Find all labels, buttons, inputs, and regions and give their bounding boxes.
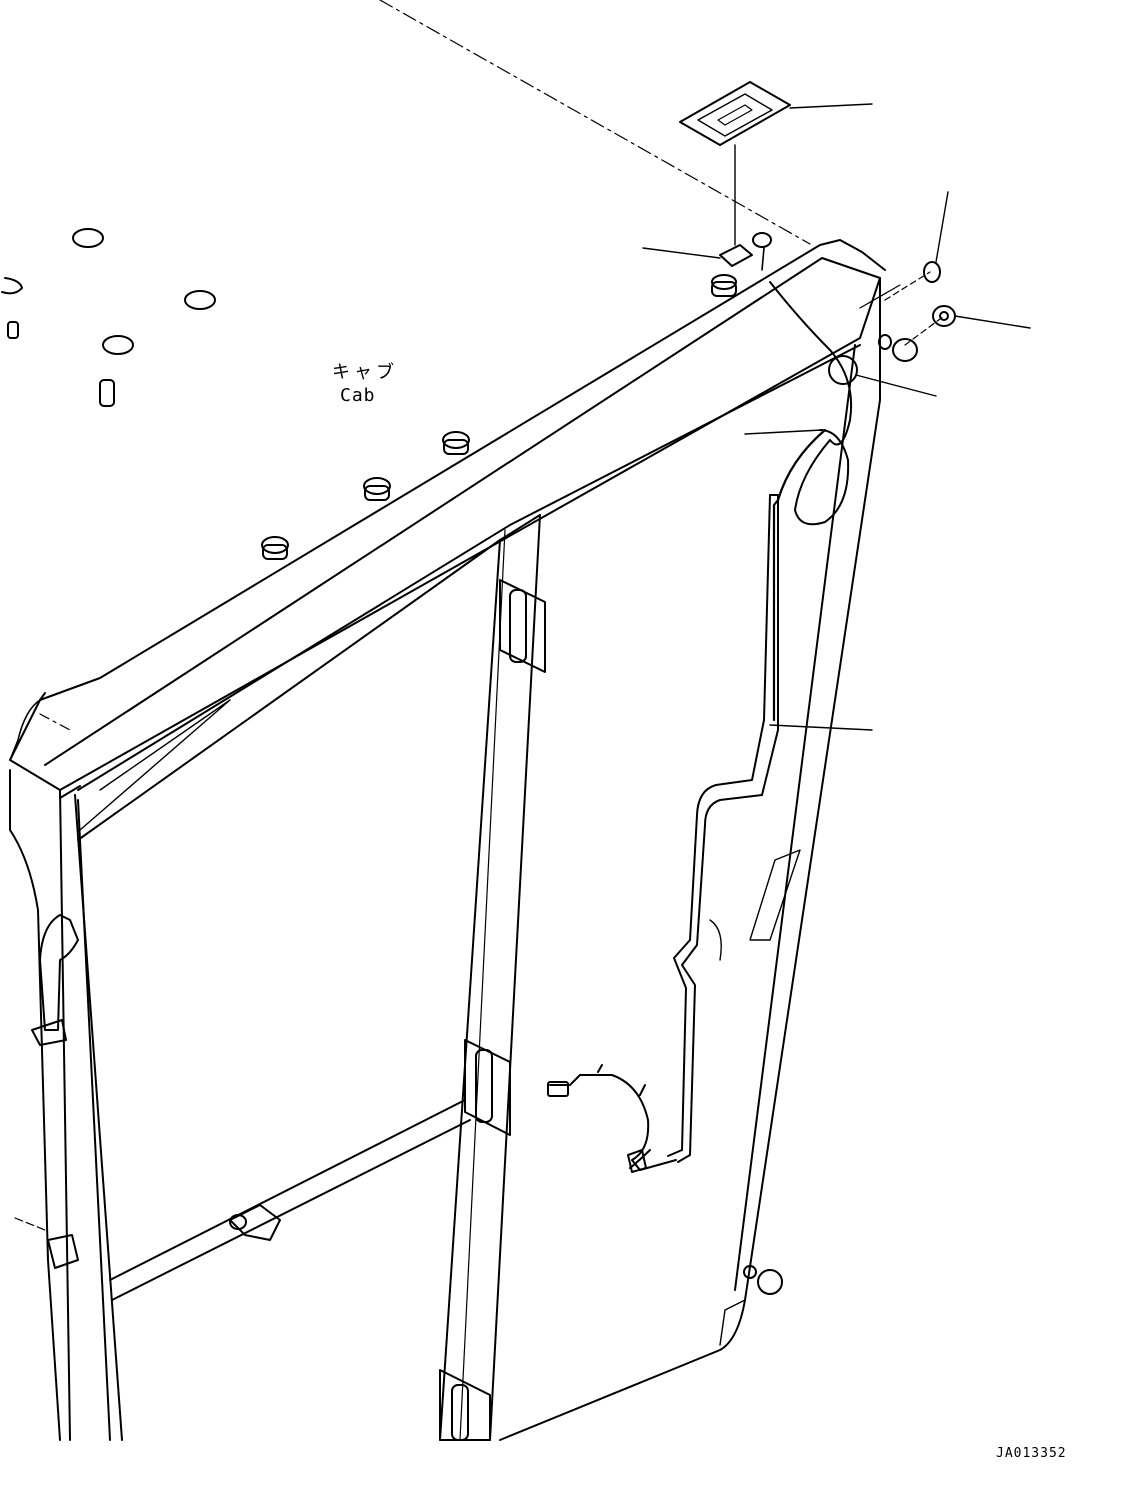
leader-line-grommet	[855, 374, 937, 397]
wire-harness	[549, 1074, 677, 1171]
door-frame-left	[77, 799, 111, 1441]
roof-corner-dash	[39, 713, 71, 731]
beam-bolt-body	[443, 439, 469, 455]
roof-front-edge	[39, 239, 886, 701]
leader-line-antenna-base	[642, 247, 721, 259]
mount-bracket	[859, 284, 901, 309]
cable-run	[769, 281, 853, 526]
grommet	[828, 355, 858, 385]
roof-beam-upper	[44, 257, 881, 766]
right-door-recess-2	[709, 919, 722, 961]
beam-bolt-body	[711, 281, 737, 297]
mount-dashed	[904, 315, 945, 346]
antenna-pad-slot	[717, 104, 753, 126]
leader-line-nut	[935, 191, 949, 263]
beam-bolt	[711, 274, 737, 290]
door-lower-rail-2	[111, 1119, 471, 1301]
nut	[923, 261, 941, 283]
middle-hinge-plate	[464, 1039, 511, 1136]
beam-bolt-body	[262, 544, 288, 560]
door-frame-center-right	[489, 514, 541, 1441]
door-knob-stem	[743, 1265, 757, 1279]
right-pillar-outer	[499, 277, 881, 1441]
cab-label-english: Cab	[340, 385, 376, 406]
left-pillar-outer	[9, 769, 61, 1441]
antenna-pad-inner	[697, 93, 773, 137]
roof-stud	[99, 379, 115, 407]
antenna-connector	[752, 232, 772, 248]
roof-beam-inner	[77, 344, 861, 791]
door-lower-rail	[109, 1099, 466, 1281]
beam-bolt	[261, 536, 289, 554]
antenna-pad	[679, 81, 791, 146]
door-latch-knob	[229, 1214, 247, 1230]
roof-corner-curve	[9, 699, 41, 761]
mount-dashed	[884, 271, 931, 301]
upper-hinge-pin	[509, 589, 527, 663]
door-frame-center-mid	[459, 529, 506, 1441]
leader-line-washer	[954, 315, 1031, 329]
connector-plug	[547, 1081, 569, 1097]
roof-bolt	[72, 228, 104, 248]
lower-hinge-plate	[439, 1369, 491, 1441]
mount-stud	[878, 334, 892, 350]
drawing-code: JA013352	[996, 1446, 1067, 1461]
roof-bolt	[184, 290, 216, 310]
right-pillar-inner	[734, 344, 856, 1291]
connector-clamp	[627, 1149, 647, 1173]
left-handle	[39, 914, 79, 1031]
right-pillar-edge	[719, 1299, 746, 1346]
cable-loop	[772, 428, 827, 722]
leader-line-cable-loop	[744, 429, 823, 435]
door-frame-center-left	[439, 539, 501, 1441]
beam-bolt-body	[364, 485, 390, 501]
cable-conduit-inner	[667, 494, 771, 1157]
cable-conduit	[677, 494, 779, 1163]
door-latch	[229, 1204, 281, 1241]
roof-beam-top	[9, 692, 46, 761]
left-handle-base	[31, 1019, 67, 1046]
beam-bolt	[442, 431, 470, 449]
beam-bolt	[363, 477, 391, 495]
upper-hinge-plate	[499, 579, 546, 673]
roof-bolt	[102, 335, 134, 355]
left-hinge-line	[14, 1217, 46, 1231]
door-frame-top	[77, 514, 541, 841]
cab-label-japanese: キャブ	[332, 362, 398, 383]
leader-line-pad	[789, 103, 873, 109]
left-lower-bracket	[47, 1234, 79, 1269]
right-door-recess	[749, 849, 801, 941]
antenna-cable	[761, 247, 765, 271]
middle-hinge-pin	[475, 1049, 493, 1123]
door-brace	[79, 699, 231, 831]
washer-hole	[939, 311, 949, 321]
washer	[932, 305, 956, 327]
leader-line-conduit	[769, 724, 873, 731]
antenna-base	[719, 244, 753, 267]
door-knob	[757, 1269, 783, 1295]
left-pillar-inner	[59, 789, 71, 1441]
roof-bolt-partial	[1, 277, 23, 295]
mount-nut	[892, 338, 918, 362]
roof-hidden-edge	[379, 0, 811, 245]
roof-stud	[7, 321, 19, 339]
lower-hinge-pin	[451, 1384, 469, 1441]
